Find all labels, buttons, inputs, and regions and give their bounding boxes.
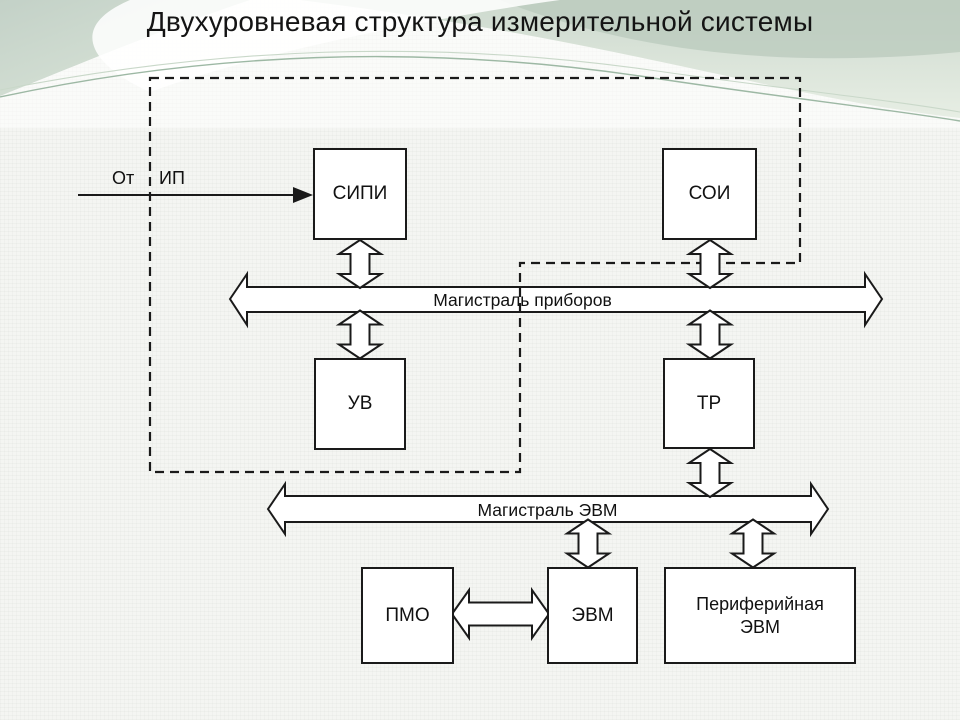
- input-source-label: ИП: [159, 168, 185, 188]
- box-tr: ТР: [663, 358, 755, 449]
- connector-sipi-instrument-bus: [338, 239, 382, 289]
- sensor-input-arrow: [78, 187, 313, 203]
- box-uv: УВ: [314, 358, 406, 450]
- wave-curve-line-1: [0, 55, 960, 122]
- connector-tr-computer-bus: [688, 448, 732, 498]
- input-from-label: От: [112, 168, 135, 188]
- instrument-level-dashed-boundary: [148, 76, 802, 474]
- wave-curve-line-2: [0, 50, 960, 113]
- connector-instrument-bus-uv: [338, 309, 382, 360]
- instrument-bus-bar: [228, 270, 884, 329]
- box-soi: СОИ: [662, 148, 757, 240]
- box-evm: ЭВМ: [547, 567, 638, 664]
- wave-right-dark: [500, 0, 960, 59]
- instrument-bus-label: Магистраль приборов: [433, 290, 612, 310]
- connector-soi-instrument-bus: [688, 239, 732, 289]
- box-peripheral-evm: Периферийная ЭВМ: [664, 567, 856, 664]
- box-sipi: СИПИ: [313, 148, 407, 240]
- box-pmo: ПМО: [361, 567, 454, 664]
- connector-computer-bus-evm: [566, 518, 610, 569]
- wave-white: [92, 0, 561, 92]
- connector-instrument-bus-tr: [688, 309, 732, 360]
- slide-title: Двухуровневая структура измерительной си…: [146, 6, 814, 37]
- header-wave-decoration: [0, 0, 960, 128]
- connector-computer-bus-peripheral: [731, 518, 775, 569]
- computer-bus-bar: [266, 480, 830, 538]
- connector-pmo-evm: [450, 586, 551, 642]
- wave-left: [0, 0, 250, 96]
- computer-bus-label: Магистраль ЭВМ: [477, 500, 618, 520]
